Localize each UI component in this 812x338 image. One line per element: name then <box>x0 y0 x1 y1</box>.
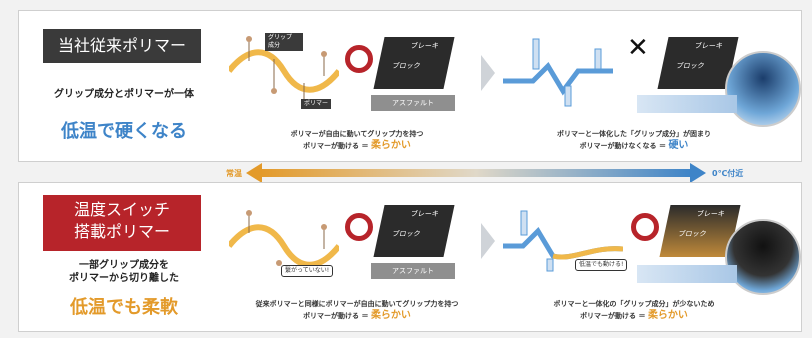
frozen-road <box>637 265 737 283</box>
caption-text: ポリマーが動ける ＝ <box>580 312 648 320</box>
chevron-right-icon <box>481 223 495 259</box>
frozen-road <box>637 95 737 113</box>
block-label: ブロック <box>677 230 708 238</box>
switch-title-line1: 温度スイッチ <box>73 200 170 219</box>
caption-text: 従来ポリマーと同様にポリマーが自由に動いてグリップ力を持つ <box>255 300 459 308</box>
caption-text: ポリマーが自由に動いてグリップ力を持つ <box>290 130 424 138</box>
ng-cross-icon: ✕ <box>627 33 649 63</box>
block-label: ブロック <box>391 230 422 238</box>
conventional-title: 当社従来ポリマー <box>43 29 201 63</box>
ok-circle-icon <box>345 213 373 241</box>
block-label: ブロック <box>391 62 422 70</box>
caption-text: ポリマーが動ける ＝ <box>303 312 371 320</box>
soft-highlight: 柔らかい <box>370 140 411 151</box>
brake-label: ブレーキ <box>695 210 726 218</box>
conventional-headline: 低温で硬くなる <box>61 121 187 142</box>
grip-component-tag: グリップ 成分 <box>265 33 303 51</box>
polymer-wave-cold <box>503 38 613 107</box>
hard-highlight: 硬い <box>668 140 689 151</box>
room-temp-label: 常温 <box>226 169 242 178</box>
zero-degree-label: 0℃付近 <box>712 169 744 178</box>
switch-description: 一部グリップ成分を ポリマーから切り離した <box>29 259 219 285</box>
caption-text: ポリマーが動ける ＝ <box>303 142 371 150</box>
temperature-switch-polymer-panel: 温度スイッチ 搭載ポリマー 一部グリップ成分を ポリマーから切り離した 低温でも… <box>18 182 802 332</box>
conventional-polymer-panel: 当社従来ポリマー グリップ成分とポリマーが一体 低温で硬くなる グリップ 成分 … <box>18 10 802 162</box>
brake-label: ブレーキ <box>409 42 440 50</box>
zoom-circle-switch <box>725 219 801 295</box>
caption-text: ポリマーと一体化した「グリップ成分」が固まり <box>557 130 711 138</box>
brake-label: ブレーキ <box>693 42 724 50</box>
brake-block: ブレーキ ブロック <box>373 205 455 257</box>
not-connected-tag: 繋がっていない! <box>281 265 334 277</box>
chevron-right-icon <box>481 55 495 91</box>
conventional-caption-right: ポリマーと一体化した「グリップ成分」が固まり ポリマーが動けなくなる ＝ 硬い <box>519 129 749 152</box>
switch-caption-left: 従来ポリマーと同様にポリマーが自由に動いてグリップ力を持つ ポリマーが動ける ＝… <box>231 299 483 322</box>
switch-title: 温度スイッチ 搭載ポリマー <box>43 195 201 251</box>
soft-highlight: 柔らかい <box>370 310 411 321</box>
polymer-wave-warm-switch <box>229 210 339 268</box>
soft-highlight: 柔らかい <box>647 310 688 321</box>
polymer-wave-cold-switch <box>503 210 623 272</box>
ok-circle-icon <box>631 213 659 241</box>
polymer-tag: ポリマー <box>301 99 332 109</box>
ok-circle-icon <box>345 45 373 73</box>
asphalt-road: アスファルト <box>371 95 455 111</box>
zoom-circle-cold <box>725 51 801 127</box>
conventional-caption-left: ポリマーが自由に動いてグリップ力を持つ ポリマーが動ける ＝ 柔らかい <box>237 129 477 152</box>
brake-label: ブレーキ <box>409 210 440 218</box>
switch-headline: 低温でも柔軟 <box>70 297 178 318</box>
asphalt-road: アスファルト <box>371 263 455 279</box>
caption-text: ポリマーが動けなくなる ＝ <box>579 142 669 150</box>
description-line: 一部グリップ成分を <box>79 260 169 271</box>
conventional-description: グリップ成分とポリマーが一体 <box>54 89 194 100</box>
switch-title-line2: 搭載ポリマー <box>73 222 170 241</box>
caption-text: ポリマーと一体化の「グリップ成分」が少ないため <box>553 300 715 308</box>
switch-caption-right: ポリマーと一体化の「グリップ成分」が少ないため ポリマーが動ける ＝ 柔らかい <box>519 299 749 322</box>
description-line: ポリマーから切り離した <box>69 273 179 284</box>
movable-at-low-temp-tag: 低温でも動ける! <box>575 259 628 271</box>
block-label: ブロック <box>675 62 706 70</box>
temperature-arrow <box>246 163 706 183</box>
brake-block: ブレーキ ブロック <box>373 37 455 89</box>
